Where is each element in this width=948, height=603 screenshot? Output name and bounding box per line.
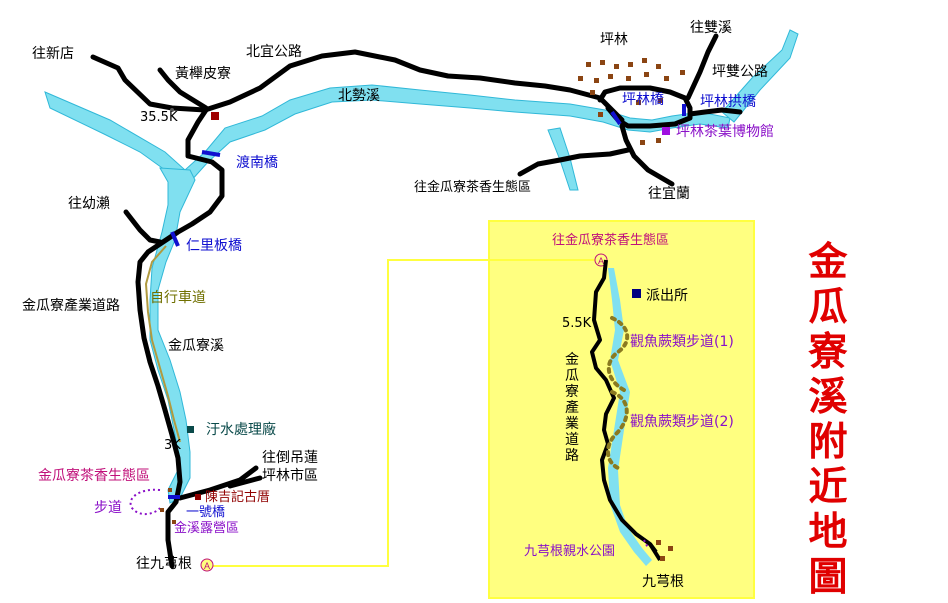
road-market <box>227 475 263 489</box>
label-trail: 步道 <box>94 500 122 516</box>
inset-label-park: 九芎根親水公園 <box>524 544 616 559</box>
label-beiyi-road: 北宜公路 <box>246 44 302 60</box>
bridges <box>168 104 686 499</box>
svg-text:A: A <box>204 561 210 571</box>
label-to-youlai: 往幼瀨 <box>68 196 110 212</box>
bridge-pinglin-mark <box>610 110 622 126</box>
road-yilan <box>619 123 675 187</box>
label-bike-path: 自行車道 <box>150 290 206 306</box>
inset-label-road-vertical: 金瓜寮產業道路 <box>565 352 579 464</box>
map-title: 金瓜寮溪附近地圖 <box>808 239 848 600</box>
label-no1-bridge: 一號橋 <box>186 505 226 520</box>
road-youlai <box>123 209 163 245</box>
inset-label-bottom: 九芎根 <box>642 574 684 590</box>
road-xindian-branch <box>157 67 209 111</box>
label-to-shuangxi: 往雙溪 <box>690 20 732 36</box>
svg-text:A: A <box>598 256 604 266</box>
inset-road-branch <box>648 542 662 562</box>
huangjupiliao-marker <box>211 112 219 120</box>
label-to-xindian: 往新店 <box>32 46 74 62</box>
label-camp: 金溪露營區 <box>174 521 240 536</box>
marker-a-main: A <box>200 558 214 572</box>
label-beishi-river: 北勢溪 <box>338 88 380 104</box>
bridge-renli-mark <box>170 231 180 247</box>
inset-trail-2 <box>606 390 629 470</box>
label-to-jiuqionggen: 往九芎根 <box>136 556 192 572</box>
trail-path <box>129 488 161 515</box>
inset-label-k55: 5.5K <box>562 316 592 331</box>
inset-road <box>590 259 658 554</box>
road-pinglin-loop <box>597 85 693 129</box>
roads-main <box>90 33 743 569</box>
river-inset <box>608 268 652 566</box>
road-ecoarea <box>517 147 631 177</box>
road-pingshuang <box>687 107 743 117</box>
label-pinglin-arch-bridge: 坪林拱橋 <box>700 94 756 110</box>
label-to-yilan: 往宜蘭 <box>648 186 690 202</box>
bridge-dunan-mark <box>201 150 221 157</box>
bike-path <box>144 245 181 443</box>
road-main-south <box>135 107 225 569</box>
label-huangjupiliao: 黃櫸皮寮 <box>175 66 231 82</box>
label-dunan-bridge: 渡南橋 <box>236 155 278 171</box>
label-km-3: 3K <box>164 438 181 453</box>
village-dots <box>160 58 685 524</box>
inset-trail-1 <box>607 316 629 392</box>
label-pinglin-market: 坪林市區 <box>262 468 318 484</box>
label-pingshuang-road: 坪雙公路 <box>712 64 768 80</box>
tea-museum-marker <box>662 127 670 135</box>
label-pinglin-bridge: 坪林橋 <box>622 92 664 108</box>
label-eco-area: 金瓜寮茶香生態區 <box>38 468 150 484</box>
inset-park-dots <box>643 539 649 549</box>
label-to-eco-area: 往金瓜寮茶香生態區 <box>414 180 532 195</box>
inset-label-top: 往金瓜寮茶香生態區 <box>552 233 670 248</box>
label-renliban-bridge: 仁里板橋 <box>186 238 242 254</box>
label-km-355: 35.5K <box>140 110 178 125</box>
label-sewage-plant: 汙水處理廠 <box>206 422 276 438</box>
label-tea-museum: 坪林茶葉博物館 <box>676 124 774 140</box>
label-to-daodiao: 往倒吊蓮 <box>262 450 318 466</box>
label-chenji-house: 陳吉記古厝 <box>205 490 271 505</box>
inset-connector <box>213 259 600 567</box>
inset-label-trail1: 觀魚蕨類步道(1) <box>630 334 734 350</box>
chenji-marker <box>195 494 201 500</box>
road-shuangxi <box>685 33 719 101</box>
sewage-marker <box>187 426 194 433</box>
road-beiyi <box>90 49 625 123</box>
label-pinglin: 坪林 <box>600 32 628 48</box>
inset-label-police: 派出所 <box>646 288 688 304</box>
label-jinguaaliao-road: 金瓜寮產業道路 <box>22 298 120 314</box>
inset-village-dots <box>656 540 673 561</box>
inset-label-trail2: 觀魚蕨類步道(2) <box>630 414 734 430</box>
label-jinguaaliao-river: 金瓜寮溪 <box>168 338 224 354</box>
km355-dot <box>170 108 174 112</box>
police-marker <box>632 289 641 298</box>
